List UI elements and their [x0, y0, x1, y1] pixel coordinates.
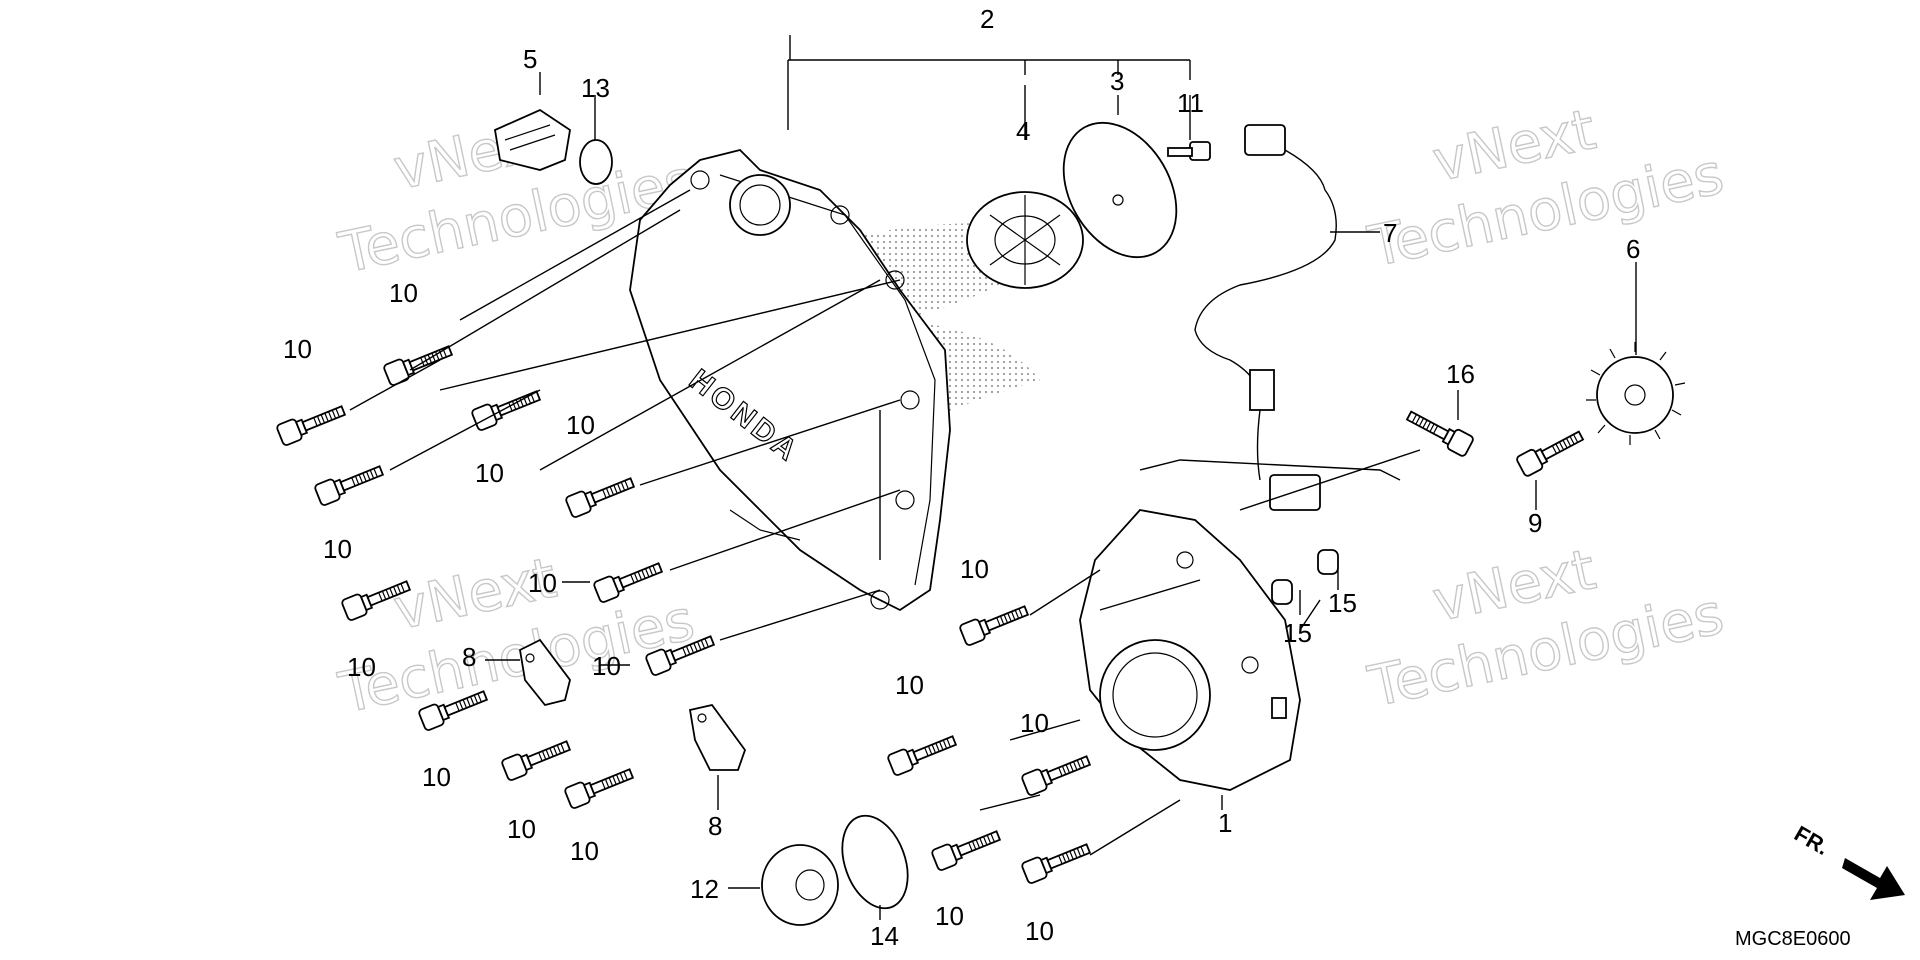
sensor-wire-harness	[1194, 124, 1380, 511]
callout-10-12: 10	[960, 554, 989, 584]
front-direction-indicator: FR.	[1790, 821, 1905, 900]
callout-10-11: 10	[570, 836, 599, 866]
callout-9: 9	[1528, 508, 1542, 538]
callout-8b: 8	[708, 811, 722, 841]
callout-10-06: 10	[347, 652, 376, 682]
callout-10-01: 10	[283, 334, 312, 364]
collar-15a	[1271, 579, 1293, 605]
bolt-16	[1403, 404, 1476, 459]
clamp-8a	[519, 638, 571, 707]
left-crankcase-cover: HONDA	[629, 149, 951, 612]
bolt-10-16	[1020, 837, 1094, 886]
collar-15b	[1317, 549, 1339, 575]
bolt-10-01	[275, 399, 349, 448]
callout-12: 12	[690, 874, 719, 904]
bolt-10-05	[564, 471, 638, 520]
bolt-10-12	[958, 599, 1032, 648]
reluctor-gear	[1586, 342, 1686, 445]
callout-5: 5	[523, 44, 537, 74]
callout-10-15: 10	[935, 901, 964, 931]
leader-lines	[349, 72, 1637, 920]
callout-10-10: 10	[507, 814, 536, 844]
clamp-8b	[688, 703, 747, 771]
bolt-10-15	[930, 824, 1004, 873]
callout-6: 6	[1626, 234, 1640, 264]
callout-10-13: 10	[895, 670, 924, 700]
callout-16: 16	[1446, 359, 1475, 389]
callout-4: 4	[1016, 116, 1030, 146]
callout-14: 14	[870, 921, 899, 951]
callout-10-16: 10	[1025, 916, 1054, 946]
callout-11: 11	[1177, 88, 1204, 118]
o-ring-13	[579, 139, 613, 185]
callout-10-05: 10	[566, 410, 595, 440]
flywheel-rotor	[966, 191, 1084, 289]
bolt-10-14	[1020, 749, 1094, 798]
o-ring-14	[841, 814, 909, 910]
callout-15a: 15	[1283, 618, 1312, 648]
callout-10-03: 10	[475, 458, 504, 488]
callout-3: 3	[1110, 66, 1124, 96]
callout-7: 7	[1383, 218, 1397, 248]
oil-filler-cap	[493, 108, 571, 171]
bolt-11	[1167, 141, 1211, 161]
callout-10-07: 10	[528, 568, 557, 598]
bolt-10-10	[500, 734, 574, 783]
assembly-bracket-2	[787, 35, 1191, 140]
callout-15b: 15	[1328, 588, 1357, 618]
callout-1: 1	[1218, 808, 1232, 838]
diagram-code: MGC8E0600	[1735, 928, 1851, 950]
direction-label: FR.	[1790, 821, 1833, 860]
callout-13: 13	[581, 73, 610, 103]
bolt-10-13	[886, 729, 960, 778]
washer-disc	[1062, 121, 1178, 259]
callout-10-04: 10	[323, 534, 352, 564]
callouts: 1 2 3 4 5 6 7 8 8 9 10 10 10 10 10 10 10…	[283, 4, 1640, 951]
bolt-10-04	[313, 459, 387, 508]
callout-8a: 8	[462, 642, 476, 672]
callout-10-08: 10	[592, 651, 621, 681]
bolt-9	[1514, 424, 1587, 479]
callout-10-14: 10	[1020, 708, 1049, 738]
callout-10-09: 10	[422, 762, 451, 792]
bolt-10-11	[563, 762, 637, 811]
front-arrow-icon	[1842, 858, 1905, 900]
right-cover	[1079, 509, 1301, 791]
bolt-10-02	[382, 339, 456, 388]
callout-2: 2	[980, 4, 994, 34]
callout-10-02: 10	[389, 278, 418, 308]
plug-12	[761, 844, 839, 926]
